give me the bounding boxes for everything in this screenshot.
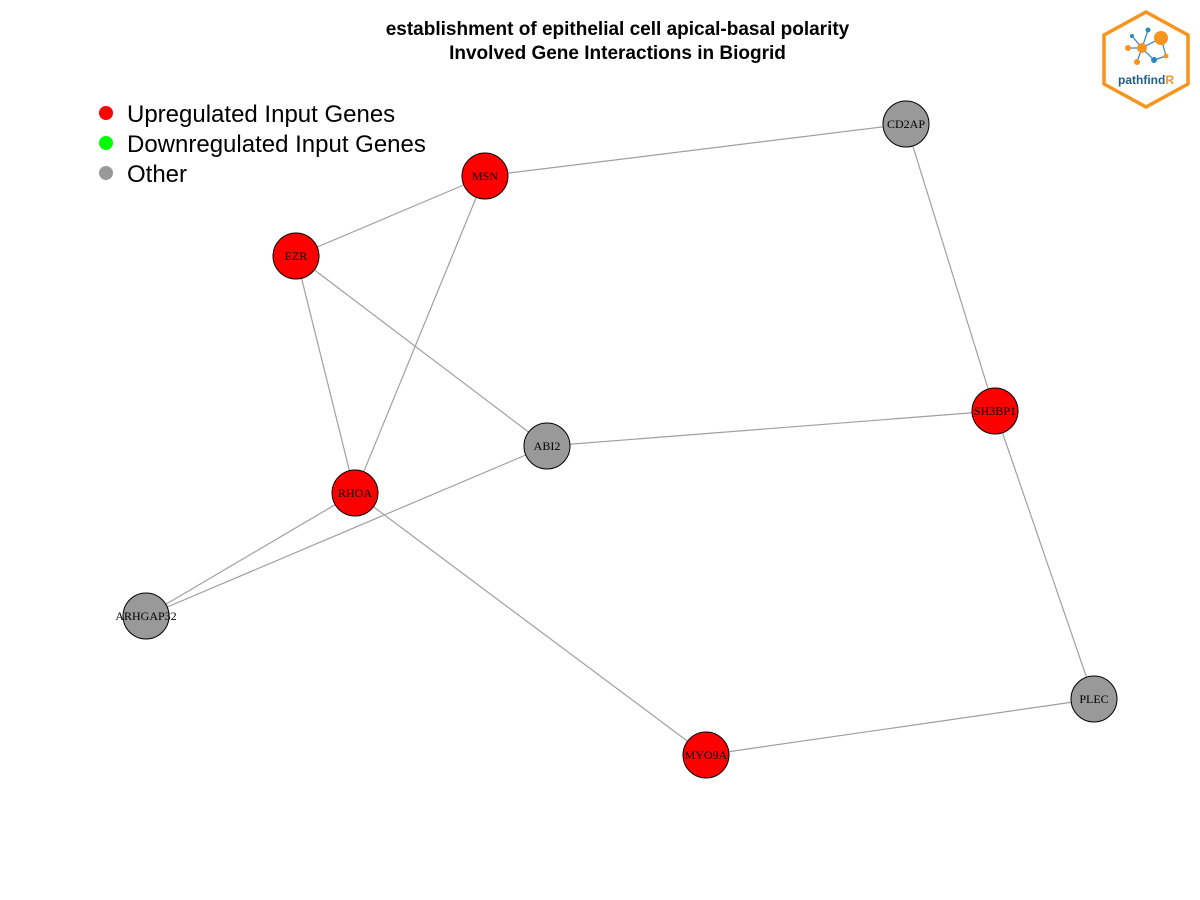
gene-node-circle: [882, 100, 930, 148]
gene-node-circle: [971, 387, 1019, 435]
gene-node-circle: [682, 731, 730, 779]
title-line-2: Involved Gene Interactions in Biogrid: [449, 43, 786, 64]
edge-rhoa-myo9a: [354, 492, 707, 756]
legend-dot-downregulated: [99, 136, 113, 150]
edge-ezr-rhoa: [295, 255, 356, 494]
gene-node-sh3bp1: SH3BP1: [971, 387, 1019, 435]
gene-node-myo9a: MYO9A: [682, 731, 730, 779]
logo-wordmark: pathfindR: [1118, 73, 1174, 87]
legend-dot-upregulated: [99, 106, 113, 120]
gene-node-rhoa: RHOA: [331, 469, 379, 517]
legend-label-other: Other: [127, 161, 187, 188]
diagram-title: establishment of epithelial cell apical-…: [0, 18, 1200, 66]
edges-layer: [145, 123, 1095, 756]
title-line-1: establishment of epithelial cell apical-…: [385, 19, 850, 40]
legend-dot-other: [99, 166, 113, 180]
gene-node-circle: [523, 422, 571, 470]
pathfindr-logo: pathfindR: [1102, 10, 1190, 109]
legend-item-upregulated: Upregulated Input Genes: [99, 101, 395, 128]
edge-msn-ezr: [295, 175, 486, 257]
edge-msn-cd2ap: [484, 123, 907, 177]
gene-node-circle: [1070, 675, 1118, 723]
edge-abi2-sh3bp1: [546, 410, 996, 447]
legend-label-downregulated: Downregulated Input Genes: [127, 131, 426, 158]
gene-node-label: ABI2: [534, 439, 561, 453]
gene-node-cd2ap: CD2AP: [882, 100, 930, 148]
edge-sh3bp1-plec: [994, 410, 1095, 700]
edge-ezr-abi2: [295, 255, 548, 447]
edge-abi2-arhgap32: [145, 445, 548, 617]
gene-node-label: PLEC: [1079, 692, 1108, 706]
edge-cd2ap-sh3bp1: [905, 123, 996, 412]
gene-node-arhgap32: ARHGAP32: [115, 592, 177, 640]
network-icon: [1125, 27, 1169, 65]
gene-node-label: SH3BP1: [974, 404, 1016, 418]
gene-node-label: ARHGAP32: [115, 609, 176, 623]
legend-item-other: Other: [99, 161, 187, 188]
logo-hexagon: [1102, 10, 1190, 109]
gene-node-label: RHOA: [338, 486, 372, 500]
legend-label-upregulated: Upregulated Input Genes: [127, 101, 395, 128]
edge-rhoa-arhgap32: [145, 492, 356, 617]
gene-node-label: MSN: [472, 169, 498, 183]
gene-node-label: MYO9A: [685, 748, 728, 762]
edge-msn-rhoa: [354, 175, 486, 494]
gene-node-abi2: ABI2: [523, 422, 571, 470]
gene-node-label: CD2AP: [887, 117, 925, 131]
gene-node-circle: [272, 232, 320, 280]
legend: Upregulated Input Genes Downregulated In…: [99, 101, 426, 188]
gene-node-ezr: EZR: [272, 232, 320, 280]
gene-node-label: EZR: [285, 249, 308, 263]
gene-node-circle: [122, 592, 170, 640]
gene-node-msn: MSN: [461, 152, 509, 200]
gene-node-plec: PLEC: [1070, 675, 1118, 723]
legend-item-downregulated: Downregulated Input Genes: [99, 131, 426, 158]
edge-plec-myo9a: [705, 698, 1095, 756]
gene-node-circle: [461, 152, 509, 200]
gene-node-circle: [331, 469, 379, 517]
